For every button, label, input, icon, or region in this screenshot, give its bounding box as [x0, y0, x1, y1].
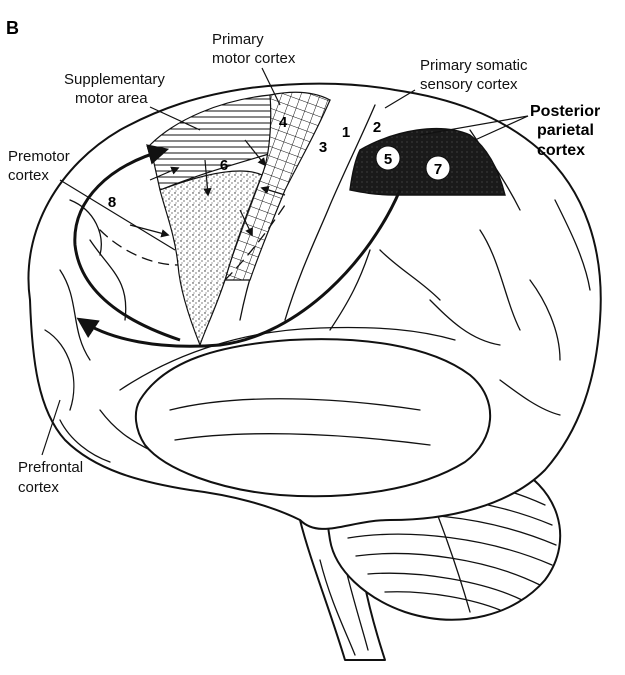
- posterior-parietal-label-line2: parietal: [537, 122, 594, 139]
- area-2-label: 2: [373, 119, 381, 136]
- area-8-label: 8: [108, 194, 116, 211]
- premotor-label-line1: Premotor: [8, 148, 70, 165]
- association-pathway-arrow: [76, 189, 402, 348]
- primary-somatic-label-line1: Primary somatic: [420, 57, 528, 74]
- premotor-label-line2: cortex: [8, 167, 49, 184]
- area-5-circle: [375, 145, 401, 171]
- panel-label: B: [6, 18, 19, 38]
- supplementary-motor-label-line2: motor area: [75, 90, 148, 107]
- primary-motor-label-line1: Primary: [212, 31, 264, 48]
- area-7-circle: [425, 155, 451, 181]
- area-5-label: 5: [384, 151, 392, 168]
- area-3-label: 3: [319, 139, 327, 156]
- posterior-parietal-label-line1: Posterior: [530, 103, 600, 120]
- primary-somatic-label-line2: sensory cortex: [420, 76, 518, 93]
- posterior-parietal-label-line3: cortex: [537, 142, 585, 159]
- primary-motor-label-line2: motor cortex: [212, 50, 296, 67]
- area-1-label: 1: [342, 124, 350, 141]
- prefrontal-label-line1: Prefrontal: [18, 459, 83, 476]
- area-7-label: 7: [434, 161, 442, 178]
- prefrontal-label-line2: cortex: [18, 479, 59, 496]
- area-4-label: 4: [279, 114, 288, 131]
- area-6-label: 6: [220, 157, 228, 174]
- supplementary-motor-label-line1: Supplementary: [64, 71, 165, 88]
- temporal-lobe: [134, 338, 492, 498]
